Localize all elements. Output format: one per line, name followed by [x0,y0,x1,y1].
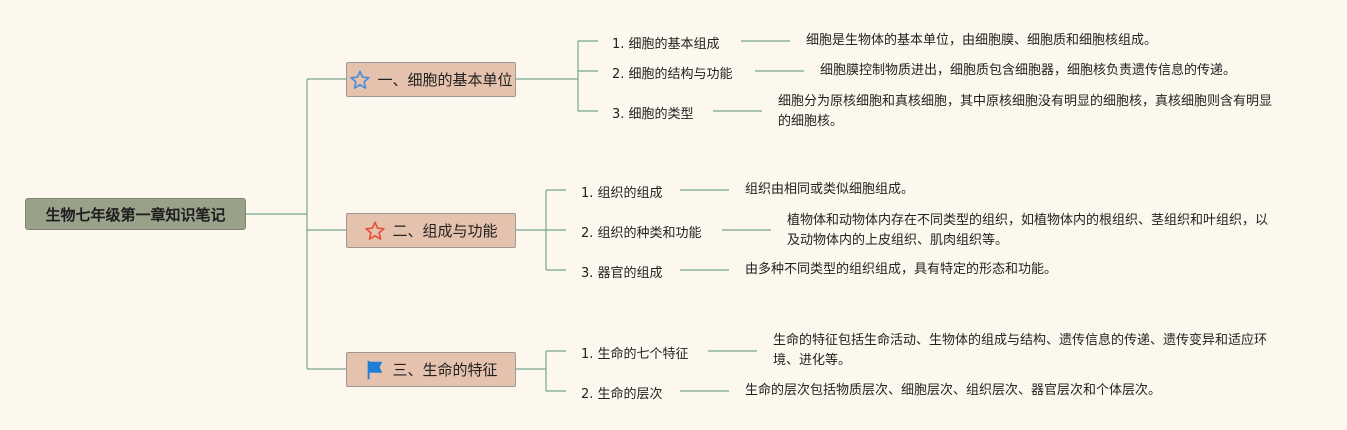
item-label-1-3[interactable]: 3. 细胞的类型 [612,107,694,122]
item-desc-1-3: 细胞分为原核细胞和真核细胞，其中原核细胞没有明显的细胞核，真核细胞则含有明显的细… [778,94,1273,129]
item-desc-3-1: 生命的特征包括生命活动、生物体的组成与结构、遗传信息的传递、遗传变异和适应环境、… [773,333,1268,368]
root-node[interactable]: 生物七年级第一章知识笔记 [25,198,246,230]
item-label-3-2[interactable]: 2. 生命的层次 [581,387,663,402]
item-label-3-1[interactable]: 1. 生命的七个特征 [581,347,689,362]
item-label-2-3[interactable]: 3. 器官的组成 [581,266,663,281]
item-label-1-1[interactable]: 1. 细胞的基本组成 [612,37,720,52]
item-desc-2-1: 组织由相同或类似细胞组成。 [745,182,915,197]
item-desc-2-3: 由多种不同类型的组织组成，具有特定的形态和功能。 [745,262,1058,277]
star-outline-icon [349,69,371,91]
item-desc-3-2: 生命的层次包括物质层次、细胞层次、组织层次、器官层次和个体层次。 [745,383,1162,398]
section-node-3[interactable]: 三、生命的特征 [346,352,516,387]
item-label-1-2[interactable]: 2. 细胞的结构与功能 [612,67,733,82]
section-title-3: 三、生命的特征 [392,361,498,379]
item-label-2-1[interactable]: 1. 组织的组成 [581,186,663,201]
item-desc-1-1: 细胞是生物体的基本单位，由细胞膜、细胞质和细胞核组成。 [806,33,1158,48]
item-label-2-2[interactable]: 2. 组织的种类和功能 [581,226,702,241]
section-title-1: 一、细胞的基本单位 [377,71,513,89]
item-desc-2-2: 植物体和动物体内存在不同类型的组织，如植物体内的根组织、茎组织和叶组织，以及动物… [787,213,1269,248]
star-outline-icon [364,220,386,242]
section-node-1[interactable]: 一、细胞的基本单位 [346,62,516,97]
flag-icon [364,359,386,381]
item-desc-1-2: 细胞膜控制物质进出，细胞质包含细胞器，细胞核负责遗传信息的传递。 [820,63,1237,78]
root-title: 生物七年级第一章知识笔记 [45,205,226,224]
section-title-2: 二、组成与功能 [392,222,498,240]
section-node-2[interactable]: 二、组成与功能 [346,213,516,248]
